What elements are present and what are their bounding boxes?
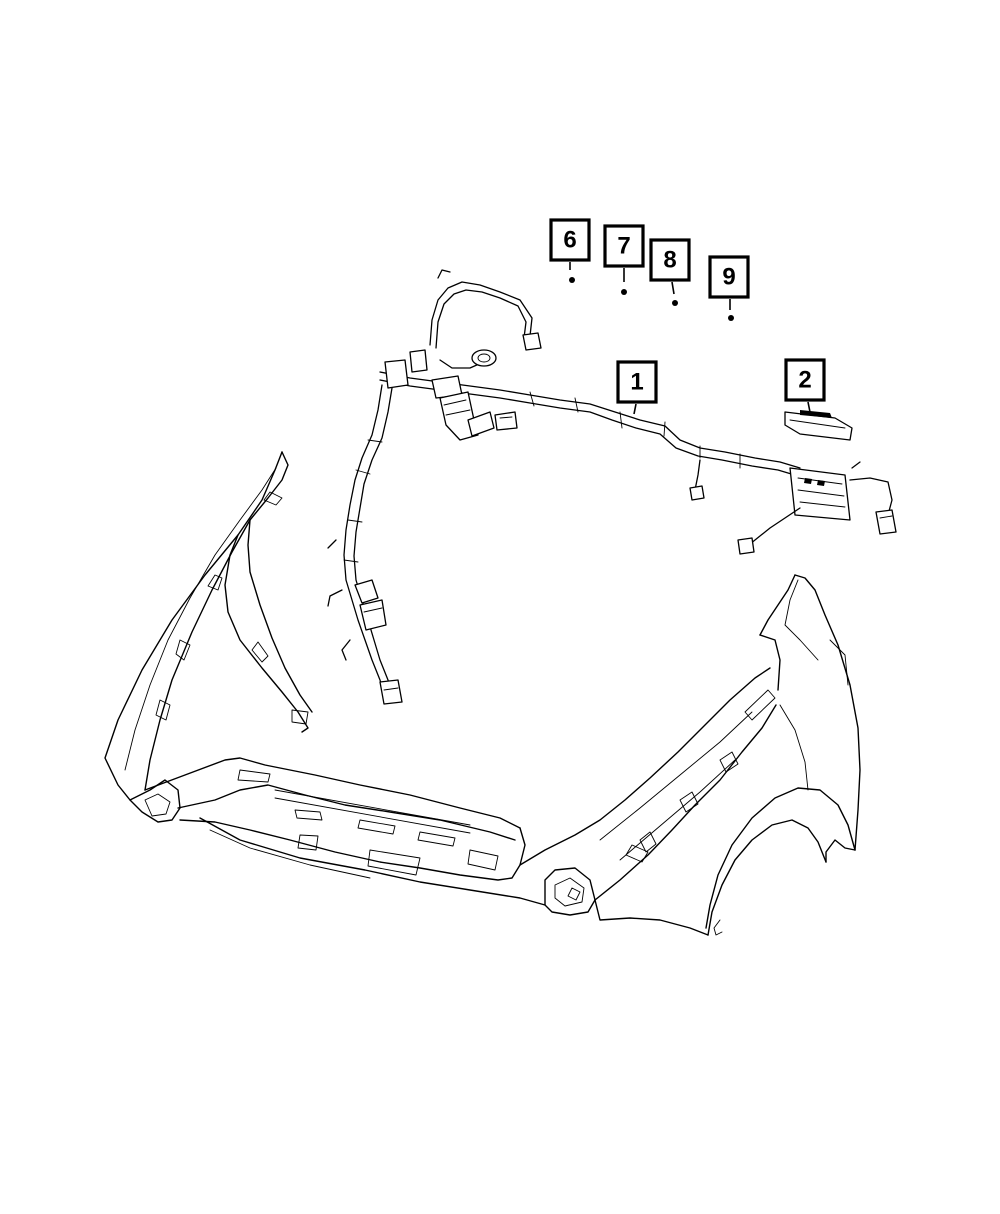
front-bumper-structure <box>104 451 861 936</box>
wiring-harness <box>327 269 897 705</box>
callout-label: 2 <box>798 367 811 394</box>
callout-8: 8 <box>649 238 691 306</box>
callout-label: 7 <box>617 233 630 260</box>
callout-2: 2 <box>784 358 826 413</box>
callout-9: 9 <box>708 255 750 321</box>
callout-label: 8 <box>663 247 676 274</box>
callout-label: 9 <box>722 264 735 291</box>
callout-1: 1 <box>616 360 658 415</box>
callout-7: 7 <box>603 224 645 295</box>
callout-label: 1 <box>630 369 643 396</box>
callout-6: 6 <box>549 218 591 283</box>
part-2-module <box>784 410 853 441</box>
callout-label: 6 <box>563 227 576 254</box>
